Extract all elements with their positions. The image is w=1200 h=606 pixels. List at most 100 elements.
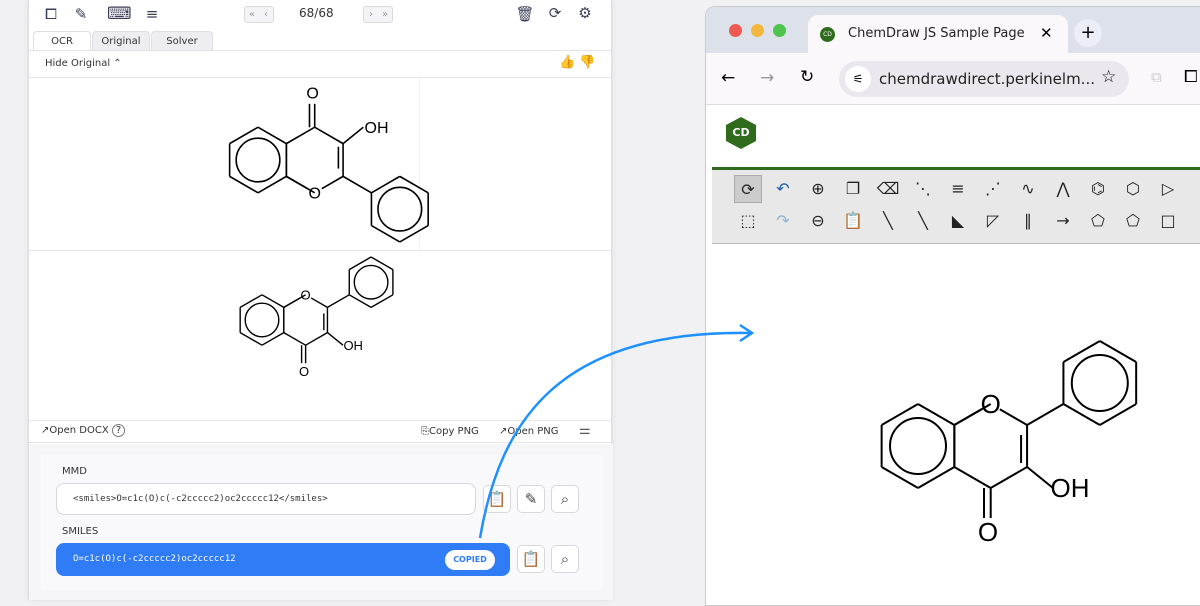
dashed-bond-icon[interactable]: ⋱ [915,179,931,198]
benzene-icon[interactable]: ⌬ [1091,179,1105,198]
square-icon[interactable]: □ [1160,211,1176,230]
bond [342,175,372,194]
open-docx-button[interactable]: ↗Open DOCX ? [41,424,126,437]
single-bond-icon[interactable]: ╲ [883,211,893,230]
bond [1099,403,1137,426]
external-link-icon: ↗ [41,425,50,436]
refresh-icon[interactable]: ⟳ [548,4,562,22]
ring-oxygen-label: O [301,287,311,302]
keyboard-icon[interactable]: ⌨ [107,4,132,24]
pentagon-icon[interactable]: ⬠ [1126,211,1140,230]
new-tab-button[interactable]: + [1074,19,1102,47]
copy-icon[interactable]: ❐ [845,179,861,198]
hydroxyl-label: OH [343,338,363,353]
bookmark-star-icon[interactable]: ☆ [1101,67,1117,87]
bond [881,466,919,489]
aromatic-ring [1070,354,1129,412]
address-bar[interactable]: ⚟ chemdrawdirect.perkinelm... ☆ [839,61,1129,97]
thumbs-up-icon[interactable]: 👍 [559,55,576,70]
paste-icon[interactable]: 📋 [843,211,863,230]
zoom-out-icon[interactable]: ⊖ [811,211,825,230]
pen-icon[interactable]: ✎ [74,5,88,23]
minimize-window-button[interactable] [751,24,764,37]
edit-icon[interactable]: ✎ [517,485,545,513]
tab-original[interactable]: Original [92,31,150,51]
triangle-icon[interactable]: ▷ [1161,179,1175,198]
carbonyl-oxygen-label: O [299,364,309,379]
bond [917,466,955,489]
close-window-button[interactable] [729,24,742,37]
hollow-wedge-icon[interactable]: ◸ [986,211,1000,230]
trash-icon[interactable]: 🗑 [515,5,535,23]
zoom-in-icon[interactable]: ⊕ [811,179,825,198]
undo-icon[interactable]: ↶ [776,179,790,198]
marquee-icon[interactable]: ⬚ [740,211,756,230]
bond [999,408,1028,426]
mmd-label: MMD [62,466,87,477]
next-last-buttons[interactable]: ›» [363,6,393,23]
bond [283,297,301,309]
puzzle-icon[interactable]: ⧠ [1184,67,1198,87]
back-icon[interactable]: ← [721,68,736,88]
ring-oxygen-label: O [308,185,320,202]
bond [229,175,259,194]
bond [881,403,919,426]
bond [261,331,285,346]
first-prev-buttons[interactable]: «‹ [244,6,274,23]
bond [257,175,287,194]
close-tab-icon[interactable]: ✕ [1040,24,1053,42]
crop-screen-icon[interactable]: ⧠ [44,5,57,23]
search-icon[interactable]: ⌕ [551,545,579,573]
browser-tab[interactable]: CD ChemDraw JS Sample Page ✕ [808,15,1068,55]
redo-icon[interactable]: ↷ [776,211,790,230]
tab-solver[interactable]: Solver [151,31,213,51]
hashed-wedge-icon[interactable]: ⋰ [985,179,1001,198]
page-counter: 68/68 [299,6,334,20]
aromatic-ring [235,137,281,183]
bold-bond-icon[interactable]: ╲ [918,211,928,230]
hide-original-toggle[interactable]: Hide Original ⌃ [45,58,122,69]
cyclopentadiene-icon[interactable]: ⬠ [1091,211,1105,230]
open-png-button[interactable]: ↗Open PNG [499,426,559,437]
bond [399,175,429,194]
extension-icon[interactable]: ⧉ [1151,68,1162,86]
bond [917,403,955,426]
carbonyl-oxygen-label: O [306,86,318,103]
wedge-bond-icon[interactable]: ◣ [951,211,965,230]
bond [990,466,1028,489]
settings-sliders-icon[interactable]: ⚌ [579,423,591,438]
bond [327,332,344,346]
lasso-icon[interactable]: ⟳ [734,175,762,203]
copy-png-button[interactable]: ⎘Copy PNG [421,426,479,437]
hexagon-icon[interactable]: ⬡ [1126,179,1140,198]
hydroxyl-label: OH [1051,473,1090,503]
wavy-bond-icon[interactable]: ∿ [1021,179,1035,198]
tab-ocr[interactable]: OCR [33,31,91,51]
search-icon[interactable]: ⌕ [551,485,579,513]
site-settings-icon[interactable]: ⚟ [845,66,871,92]
bond [239,294,263,309]
tab-title: ChemDraw JS Sample Page [848,26,1025,41]
bond [371,175,401,194]
thumbs-down-icon[interactable]: 👎 [579,55,596,70]
bond [953,466,992,489]
reload-icon[interactable]: ↻ [800,67,815,87]
chain-icon[interactable]: ⋀ [1056,179,1070,198]
paste-icon[interactable]: 📋 [517,545,545,573]
maximize-window-button[interactable] [773,24,786,37]
mmd-field[interactable]: <smiles>O=c1c(O)c(-c2ccccc2)oc2ccccc12</… [56,483,476,515]
arrow-icon[interactable]: → [1056,211,1070,230]
text-lines-icon[interactable]: ≡ [145,5,159,23]
eraser-icon[interactable]: ⌫ [876,179,900,198]
bond [348,294,372,309]
forward-icon[interactable]: → [760,68,775,88]
bond [370,256,394,271]
bond [342,126,364,145]
help-icon[interactable]: ? [111,424,126,437]
hashed-bond-icon[interactable]: ≡ [951,179,965,198]
smiles-field[interactable]: O=c1c(O)c(-c2ccccc2)oc2ccccc12 COPIED [56,543,510,576]
gear-icon[interactable]: ⚙ [578,4,592,22]
double-bond-icon[interactable]: ∥ [1024,211,1032,230]
bond [1062,403,1101,426]
